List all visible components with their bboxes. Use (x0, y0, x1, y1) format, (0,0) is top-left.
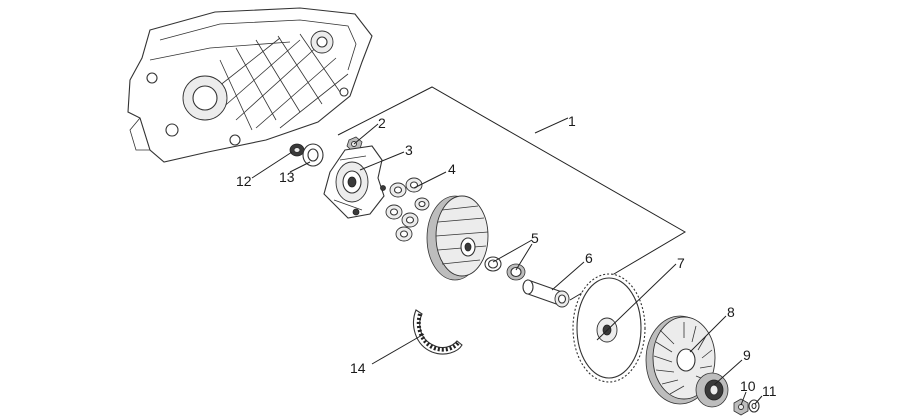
part-12-seal (289, 143, 305, 157)
callout-5: 5 (531, 230, 539, 246)
callout-13: 13 (279, 169, 295, 185)
callout-labels: 1 2 3 4 5 6 7 8 9 10 11 12 13 14 (236, 113, 777, 399)
crankcase-cover (127, 7, 373, 163)
callout-7: 7 (677, 255, 685, 271)
callout-4: 4 (448, 161, 456, 177)
callout-11: 11 (762, 383, 777, 399)
callout-8: 8 (727, 304, 735, 320)
callout-6: 6 (585, 250, 593, 266)
callout-14: 14 (350, 360, 366, 376)
moveable-pulley-half (426, 195, 489, 281)
leader-lines (251, 117, 763, 406)
assembly-bracket-1 (337, 86, 686, 301)
callout-12: 12 (236, 173, 252, 189)
part-8-fan (645, 315, 716, 405)
part-6-sleeve (522, 279, 570, 308)
part-10-nut (733, 398, 749, 416)
part-4-rollers (385, 177, 430, 242)
callout-9: 9 (743, 347, 751, 363)
part-5-bushings (484, 256, 526, 281)
part-14-belt (413, 309, 463, 355)
callout-3: 3 (405, 142, 413, 158)
part-3-ramp-plate (323, 145, 386, 219)
callout-10: 10 (740, 378, 756, 394)
part-9-hub (695, 372, 729, 408)
part-13-washer (302, 143, 324, 167)
callout-1: 1 (568, 113, 576, 129)
callout-2: 2 (378, 115, 386, 131)
